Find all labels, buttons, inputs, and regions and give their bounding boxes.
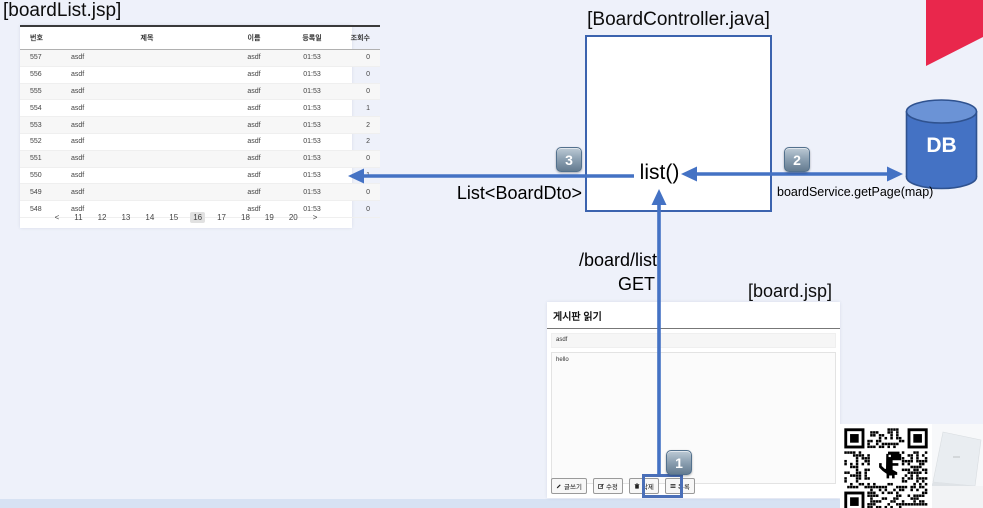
divider: [547, 328, 840, 329]
pagination-page-11[interactable]: 11: [74, 213, 83, 222]
board-table-body: 557 asdf asdf 01:53 0 556 asdf asdf 01:5…: [20, 49, 380, 218]
table-row: 552 asdf asdf 01:53 2: [20, 133, 380, 151]
col-views: 조회수: [339, 25, 380, 50]
corner-ribbon: [926, 0, 983, 66]
pagination-page-14[interactable]: 14: [145, 213, 155, 222]
table-row: 556 asdf asdf 01:53 0: [20, 66, 380, 84]
http-method-label: GET: [617, 274, 655, 294]
laptop-photo: [929, 424, 983, 508]
step-badge-3: 3: [556, 147, 582, 172]
controller-method-label: list(): [639, 161, 680, 184]
table-row: 553 asdf asdf 01:53 2: [20, 116, 380, 134]
dino-icon: [879, 451, 902, 479]
table-row: 548 asdf asdf 01:53 0: [20, 200, 380, 218]
list-button-label: 목록: [677, 484, 690, 491]
service-call-label: boardService.getPage(map): [777, 185, 934, 199]
return-type-label: List<BoardDto>: [456, 183, 582, 203]
pagination-page-18[interactable]: 18: [241, 213, 250, 222]
table-row: 557 asdf asdf 01:53 0: [20, 49, 380, 67]
table-row: 550 asdf asdf 01:53 1: [20, 167, 380, 185]
list-button[interactable]: 목록: [664, 478, 695, 494]
table-row: 549 asdf asdf 01:53 0: [20, 183, 380, 202]
col-no: 번호: [20, 25, 71, 50]
pagination-prev[interactable]: <: [54, 213, 60, 222]
delete-button-label: 삭제: [641, 484, 654, 491]
table-row: 554 asdf asdf 01:53 1: [20, 99, 380, 118]
pencil-icon: [556, 484, 561, 489]
table-row: 555 asdf asdf 01:53 0: [20, 83, 380, 101]
edit-icon: [598, 483, 604, 489]
col-title: 제목: [71, 25, 223, 50]
qr-modules: [844, 428, 928, 508]
write-button-label: 글쓰기: [564, 484, 582, 491]
request-url-label: /board/list: [578, 250, 657, 270]
pagination-page-20[interactable]: 20: [288, 213, 298, 222]
controller-box: [585, 35, 772, 212]
pagination-page-12[interactable]: 12: [97, 213, 107, 222]
db-cylinder-shape: [905, 99, 978, 190]
list-button-highlight: [642, 474, 683, 498]
controller-title: [BoardController.java]: [587, 9, 770, 30]
bottom-accent-strip: [0, 499, 983, 508]
button-row: 글쓰기 수정 삭제 목록: [551, 478, 695, 494]
col-name: 이름: [223, 25, 285, 50]
db-cylinder: [905, 99, 978, 190]
edit-button[interactable]: 수정: [592, 478, 623, 494]
content-textarea[interactable]: hello: [551, 352, 836, 484]
trash-icon: [634, 483, 640, 489]
pagination-next[interactable]: >: [312, 213, 318, 222]
step-badge-1: 1: [666, 450, 692, 475]
pagination-page-17[interactable]: 17: [217, 213, 227, 222]
pagination-page-19[interactable]: 19: [264, 213, 274, 222]
board-table-header: 번호 제목 이름 등록일 조회수: [20, 25, 380, 50]
boardlist-title: [boardList.jsp]: [3, 0, 122, 21]
pagination-page-16[interactable]: 16: [190, 212, 206, 223]
write-button[interactable]: 글쓰기: [551, 478, 587, 494]
qr-code: [840, 424, 932, 508]
edit-button-label: 수정: [605, 484, 618, 491]
board-view-panel: 게시판 읽기 asdf hello 글쓰기 수정 삭제 목록: [547, 302, 840, 498]
table-row: 551 asdf asdf 01:53 0: [20, 150, 380, 168]
list-icon: [670, 484, 676, 488]
pagination: <11 12 13 14 15 16 17 18 19 20 >: [20, 207, 352, 228]
step-badge-2: 2: [784, 147, 810, 172]
col-date: 등록일: [285, 25, 339, 50]
board-list-panel: 번호 제목 이름 등록일 조회수 557 asdf asdf 01:53 0 5…: [20, 25, 380, 228]
board-view-heading: 게시판 읽기: [553, 312, 602, 323]
board-table: 번호 제목 이름 등록일 조회수 557 asdf asdf 01:53 0 5…: [20, 25, 380, 218]
db-label: DB: [926, 134, 957, 157]
boardjsp-title: [board.jsp]: [748, 281, 833, 301]
pagination-page-13[interactable]: 13: [121, 213, 131, 222]
qr-finder-patterns: [844, 428, 928, 508]
subject-field[interactable]: asdf: [551, 333, 836, 348]
pagination-page-15[interactable]: 15: [169, 213, 179, 222]
